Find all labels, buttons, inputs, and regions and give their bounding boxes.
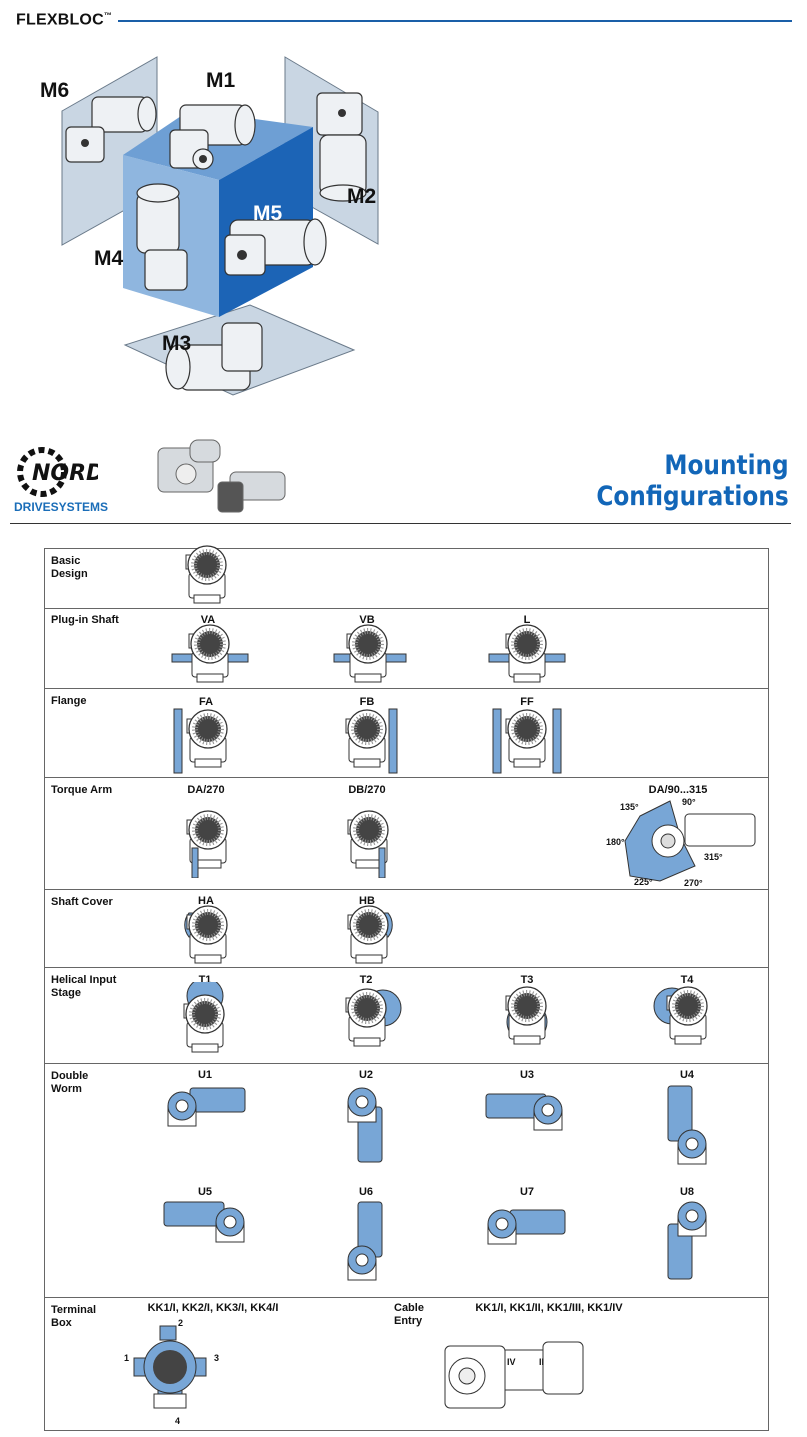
drawing-u3 — [485, 1093, 563, 1131]
drawing-l — [488, 624, 566, 683]
drawing-u8 — [667, 1201, 707, 1280]
drawing-t1 — [183, 982, 225, 1053]
item-label-fa: FA — [198, 696, 214, 708]
angle-label: 270° — [684, 878, 703, 888]
terminal-number: 1 — [124, 1353, 130, 1363]
item-label-u7: U7 — [519, 1186, 535, 1198]
position-label-m1: M1 — [206, 69, 236, 92]
item-label-da90-315: DA/90...315 — [648, 784, 708, 796]
drawing-u6 — [347, 1201, 383, 1281]
item-label-u8: U8 — [679, 1186, 695, 1198]
title-rule — [10, 523, 791, 524]
position-label-m6: M6 — [40, 79, 70, 102]
drawing-ff — [492, 708, 562, 774]
drawing-fb — [345, 708, 398, 774]
angle-label: 315° — [704, 852, 723, 862]
drawing-db270 — [347, 810, 389, 878]
row-label: Shaft Cover — [51, 896, 113, 908]
drawing-ha — [184, 905, 228, 964]
angle-label: 135° — [620, 802, 639, 812]
drawing-vb — [333, 624, 407, 683]
position-label-m3: M3 — [162, 332, 192, 355]
position-label-m2: M2 — [347, 185, 377, 208]
row-torque-arm: Torque Arm — [44, 778, 769, 890]
drawing-u1 — [167, 1087, 246, 1127]
drawing-t3 — [505, 986, 548, 1045]
drawing-da90-315 — [624, 800, 756, 882]
drawing-va — [171, 624, 249, 683]
row-label: Torque Arm — [51, 784, 113, 796]
terminal-number: 3 — [214, 1353, 220, 1363]
item-label-l: L — [523, 614, 531, 626]
cable-entry-numeral: IV — [507, 1357, 516, 1367]
drawing-u7 — [487, 1209, 566, 1245]
item-label-ha: HA — [198, 895, 214, 907]
item-label-ff: FF — [520, 696, 534, 708]
terminal-variants: KK1/I, KK2/I, KK3/I, KK4/I — [147, 1302, 279, 1314]
item-label-fb: FB — [359, 696, 375, 708]
drawing-hb — [347, 905, 393, 964]
cable-entry-variants: KK1/I, KK1/II, KK1/III, KK1/IV — [475, 1302, 623, 1314]
nord-logo: NORD — [17, 447, 98, 497]
item-label-t2: T2 — [359, 974, 373, 986]
terminal-number: 4 — [175, 1416, 181, 1426]
drawing-t2 — [345, 988, 402, 1047]
drawing-u5 — [163, 1201, 245, 1243]
drawing-fa — [173, 708, 228, 774]
mounting-cube-illustration — [61, 56, 379, 396]
item-label-va: VA — [200, 614, 216, 626]
terminal-number: 2 — [178, 1318, 184, 1328]
position-label-m5: M5 — [253, 202, 283, 225]
drawing-da270 — [186, 810, 228, 878]
angle-label: 225° — [634, 877, 653, 887]
item-label-db270: DB/270 — [348, 784, 386, 796]
item-label-hb: HB — [359, 895, 375, 907]
row-label: Plug-in Shaft — [51, 614, 119, 626]
header-rule — [118, 20, 792, 22]
row-shaft-cover: Shaft Cover — [44, 890, 769, 968]
drawing-terminal-box — [133, 1325, 207, 1409]
item-label-u4: U4 — [679, 1069, 695, 1081]
cable-entry-numeral: II — [539, 1357, 545, 1367]
row-label: Flange — [51, 695, 87, 707]
brand-title: FLEXBLOC™ — [16, 11, 113, 29]
item-label-t3: T3 — [520, 974, 534, 986]
svg-text:NORD: NORD — [32, 461, 98, 486]
drawing-cable-entry — [444, 1341, 584, 1409]
basic-design-drawing — [185, 545, 227, 604]
row-flange: Flange — [44, 689, 769, 778]
position-label-m4: M4 — [94, 247, 124, 270]
item-label-da270: DA/270 — [187, 784, 225, 796]
page-title: Mounting Configurations — [596, 450, 789, 512]
item-label-t4: T4 — [680, 974, 694, 986]
logo-subtitle: DRIVESYSTEMS — [14, 500, 109, 514]
product-photo — [157, 439, 286, 513]
item-label-u1: U1 — [197, 1069, 213, 1081]
item-label-vb: VB — [359, 614, 375, 626]
drawing-t4 — [653, 986, 708, 1045]
item-label-u5: U5 — [197, 1186, 213, 1198]
angle-label: 90° — [682, 797, 696, 807]
drawing-u2 — [347, 1087, 383, 1163]
item-label-u2: U2 — [358, 1069, 374, 1081]
drawing-u4 — [667, 1085, 707, 1165]
angle-label: 180° — [606, 837, 625, 847]
item-label-u3: U3 — [519, 1069, 535, 1081]
row-plugin-shaft: Plug-in Shaft — [44, 608, 769, 689]
item-label-u6: U6 — [358, 1186, 374, 1198]
